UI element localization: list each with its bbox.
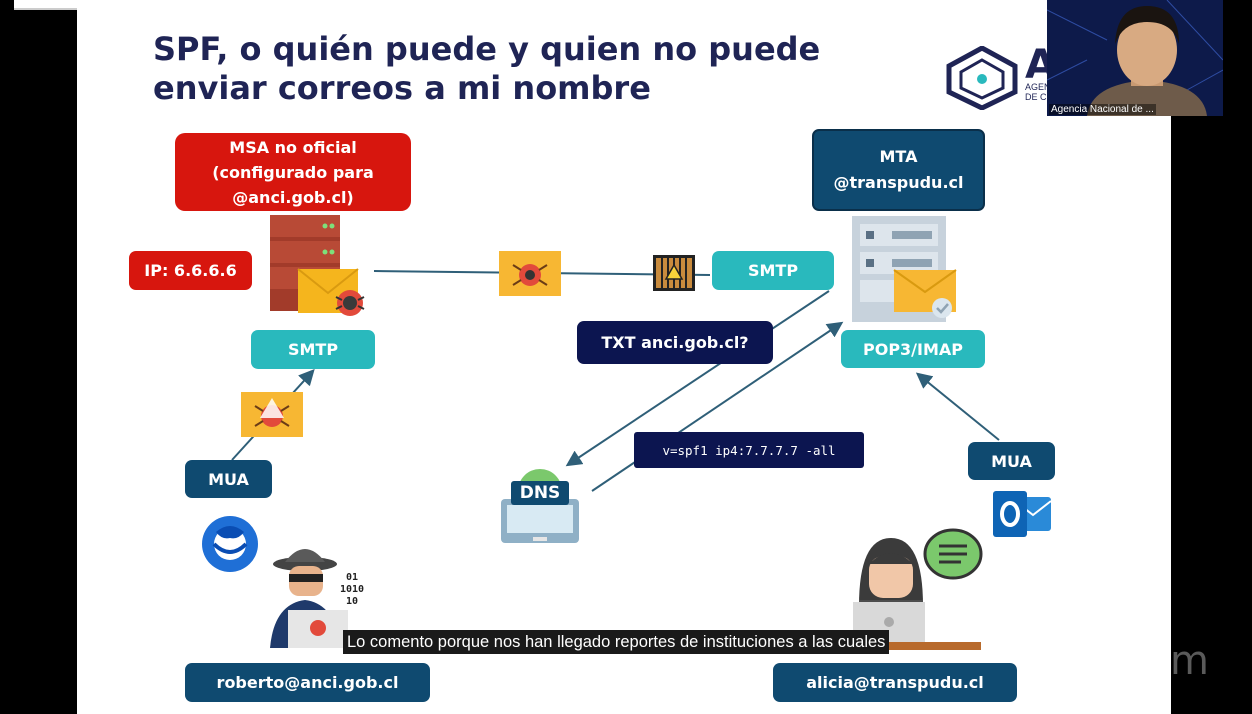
dns-label: DNS (519, 483, 561, 503)
slide-title: SPF, o quién puede y quien no puede envi… (153, 30, 873, 108)
mta-line2: @transpudu.cl (833, 173, 964, 192)
live-caption: Lo comento porque nos han llegado report… (343, 630, 890, 654)
dns-to-mta-arrow (591, 321, 844, 492)
mta-box: MTA @transpudu.cl (812, 129, 985, 211)
mua-right-box: MUA (968, 442, 1055, 480)
mta-line1: MTA (879, 147, 918, 166)
smtp-to-dns-arrow (565, 290, 830, 467)
msa-line2: (configurado para (212, 162, 374, 182)
binary-bits-1: 01 (346, 572, 359, 583)
logo-mark-icon (946, 45, 1018, 111)
mail-server-icon (852, 216, 958, 324)
slide-title-line2: enviar correos a mi nombre (153, 69, 651, 107)
smtp-right-box: SMTP (712, 251, 834, 290)
slide-title-line1: SPF, o quién puede y quien no puede (153, 30, 821, 68)
webcam-participant-name: Agencia Nacional de ... (1049, 104, 1156, 115)
txt-query-box: TXT anci.gob.cl? (577, 321, 773, 364)
binary-bits-2: 1010 (340, 584, 365, 595)
msa-line1: MSA no oficial (229, 137, 357, 157)
mua-to-pop-arrow (915, 372, 1000, 441)
dns-icon: DNS (497, 465, 583, 549)
alicia-email-box: alicia@transpudu.cl (773, 663, 1017, 702)
ip-address-badge: IP: 6.6.6.6 (129, 251, 252, 290)
spf-record-box: v=spf1 ip4:7.7.7.7 -all (634, 432, 864, 468)
webcam-feed-icon (1047, 0, 1223, 116)
msa-line3: @anci.gob.cl) (232, 187, 354, 207)
pop3-imap-box: POP3/IMAP (841, 330, 985, 368)
presentation-slide: SPF, o quién puede y quien no puede envi… (77, 0, 1171, 714)
logo-subtext-2: DE C (1025, 92, 1047, 102)
malware-envelope-icon (241, 392, 303, 437)
msa-unofficial-box: MSA no oficial (configurado para @anci.g… (175, 133, 411, 211)
binary-bits-3: 10 (346, 596, 359, 607)
roberto-email-box: roberto@anci.gob.cl (185, 663, 430, 702)
hacker-icon: 01 1010 10 (260, 540, 380, 648)
mua-left-box: MUA (185, 460, 272, 498)
firewall-icon (653, 255, 695, 291)
outlook-icon (993, 487, 1053, 541)
malicious-server-icon (270, 213, 372, 319)
webcam-video-tile[interactable]: Agencia Nacional de ... (1047, 0, 1223, 116)
app-watermark: m (1170, 638, 1209, 684)
smtp-left-box: SMTP (251, 330, 375, 369)
thunderbird-icon (200, 514, 260, 574)
logo-subtext-1: AGEN (1025, 82, 1051, 92)
malware-envelope-center-icon (499, 251, 561, 296)
